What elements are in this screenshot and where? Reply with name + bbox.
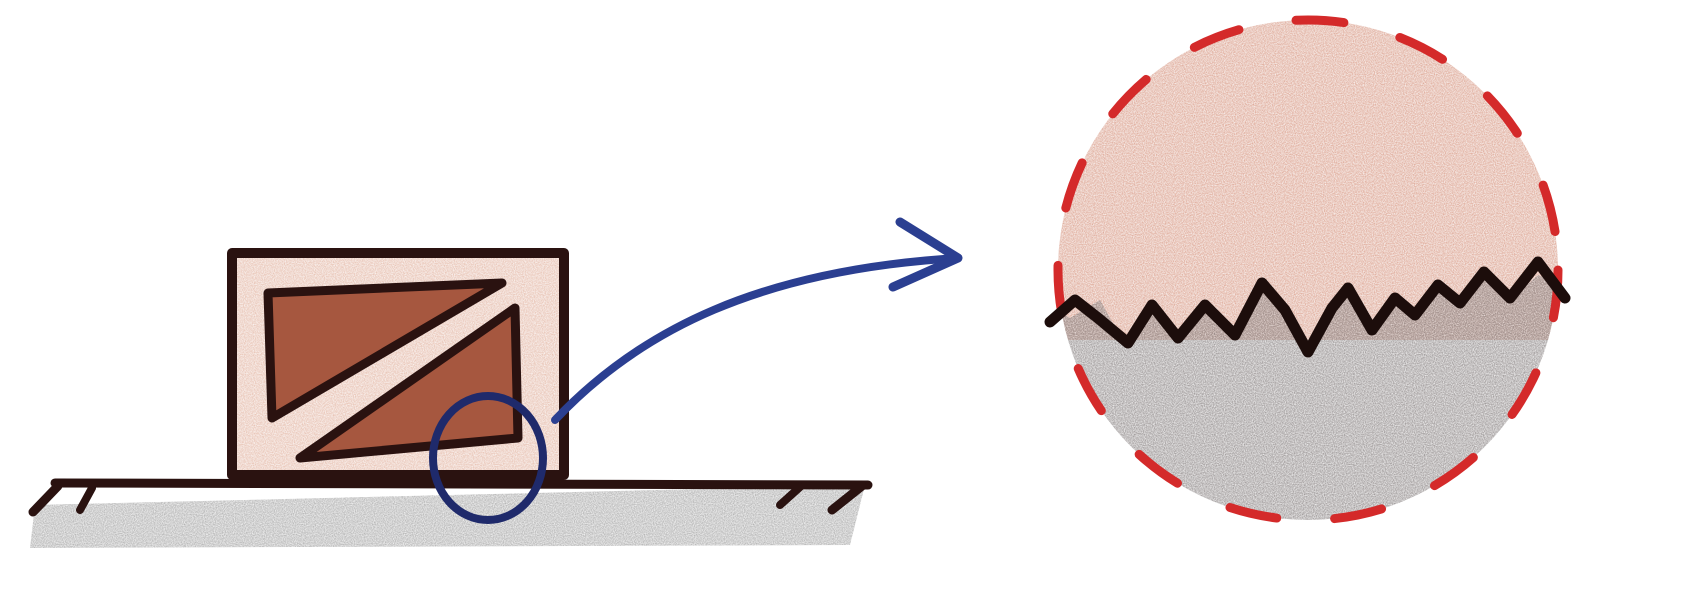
ground-surface xyxy=(28,478,873,548)
magnify-circle xyxy=(429,392,547,524)
magnified-contact-view xyxy=(1044,15,1571,525)
ground-hatch xyxy=(776,483,804,509)
crate-outline xyxy=(227,248,569,480)
crate-panel-lower xyxy=(295,303,523,463)
zoom-arrow xyxy=(551,217,963,424)
crate-panel-upper xyxy=(263,278,507,423)
wooden-crate xyxy=(227,248,569,480)
ground-fill xyxy=(30,485,865,548)
arrow-shaft xyxy=(551,254,962,424)
arrow-head xyxy=(888,217,963,292)
ground-hatch xyxy=(827,481,867,515)
ground-hatch xyxy=(76,484,96,514)
ground-hatch xyxy=(28,481,63,517)
rough-contact-line xyxy=(1044,256,1571,358)
ground-line xyxy=(50,478,873,490)
magnified-boundary xyxy=(1053,15,1563,525)
